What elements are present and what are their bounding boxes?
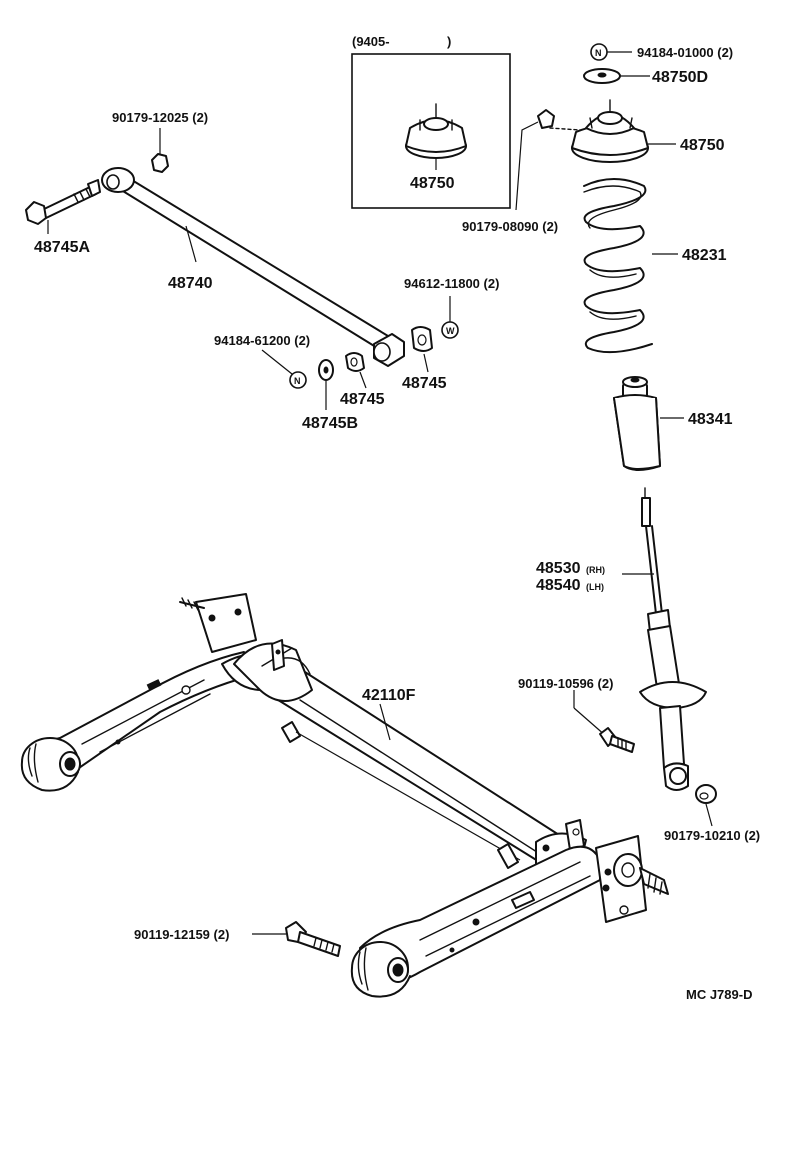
inset-support-mount bbox=[405, 103, 467, 170]
label-90179-12025: 90179-12025 (2) bbox=[112, 110, 208, 125]
bump-stopper-48341 bbox=[613, 376, 684, 471]
nut-94184-01000: N bbox=[590, 43, 632, 61]
lateral-rod-48740 bbox=[101, 167, 405, 367]
washer-48750D bbox=[583, 68, 650, 84]
label-90179-08090: 90179-08090 (2) bbox=[462, 219, 558, 234]
diagram-reference-code: MC J789-D bbox=[686, 987, 752, 1002]
washer-94612-11800: W bbox=[441, 296, 459, 339]
washer-w-symbol: W bbox=[446, 326, 455, 336]
support-mount-48750 bbox=[549, 99, 676, 163]
label-42110F: 42110F bbox=[362, 687, 416, 704]
label-48341: 48341 bbox=[688, 411, 733, 428]
label-48740: 48740 bbox=[168, 275, 213, 292]
label-48745A: 48745A bbox=[34, 239, 90, 256]
washer-48745B bbox=[318, 359, 334, 410]
inset-part-48750: 48750 bbox=[410, 175, 455, 192]
label-90179-10210: 90179-10210 (2) bbox=[664, 828, 760, 843]
nut-n-symbol-2: N bbox=[294, 376, 301, 386]
bushing-48745-left bbox=[345, 352, 367, 389]
label-48231: 48231 bbox=[682, 247, 727, 264]
label-rh: (RH) bbox=[586, 565, 605, 575]
bolt-90119-10596 bbox=[573, 690, 635, 753]
label-48745-right: 48745 bbox=[402, 375, 447, 392]
label-48750D: 48750D bbox=[652, 69, 708, 86]
bushing-48745-right bbox=[411, 326, 433, 373]
inset-date-code: (9405- bbox=[352, 34, 390, 49]
label-48745B: 48745B bbox=[302, 415, 358, 432]
inset-date-close: ) bbox=[447, 34, 451, 49]
bolt-90119-12159 bbox=[252, 921, 341, 957]
label-94612-11800: 94612-11800 (2) bbox=[404, 276, 499, 291]
nut-n-symbol: N bbox=[595, 48, 602, 58]
coil-spring-48231 bbox=[583, 178, 678, 354]
label-48530: 48530 bbox=[536, 560, 581, 577]
label-90119-10596: 90119-10596 (2) bbox=[518, 676, 613, 691]
label-48750: 48750 bbox=[680, 137, 725, 154]
label-90119-12159: 90119-12159 (2) bbox=[134, 927, 229, 942]
nut-94184-61200: N bbox=[261, 349, 307, 389]
rear-axle-beam-42110F bbox=[20, 593, 669, 998]
label-48540: 48540 bbox=[536, 577, 581, 594]
label-94184-61200: 94184-61200 (2) bbox=[214, 333, 310, 348]
label-94184-01000: 94184-01000 (2) bbox=[637, 45, 733, 60]
nut-90179-08090 bbox=[515, 109, 555, 211]
label-48745-left: 48745 bbox=[340, 391, 385, 408]
nut-90179-12025 bbox=[151, 128, 169, 173]
label-lh: (LH) bbox=[586, 582, 604, 592]
nut-90179-10210 bbox=[695, 784, 717, 827]
inset-box: (9405- ) 48750 bbox=[351, 34, 511, 209]
shock-absorber bbox=[622, 487, 707, 791]
bolt-48745A bbox=[25, 179, 101, 234]
